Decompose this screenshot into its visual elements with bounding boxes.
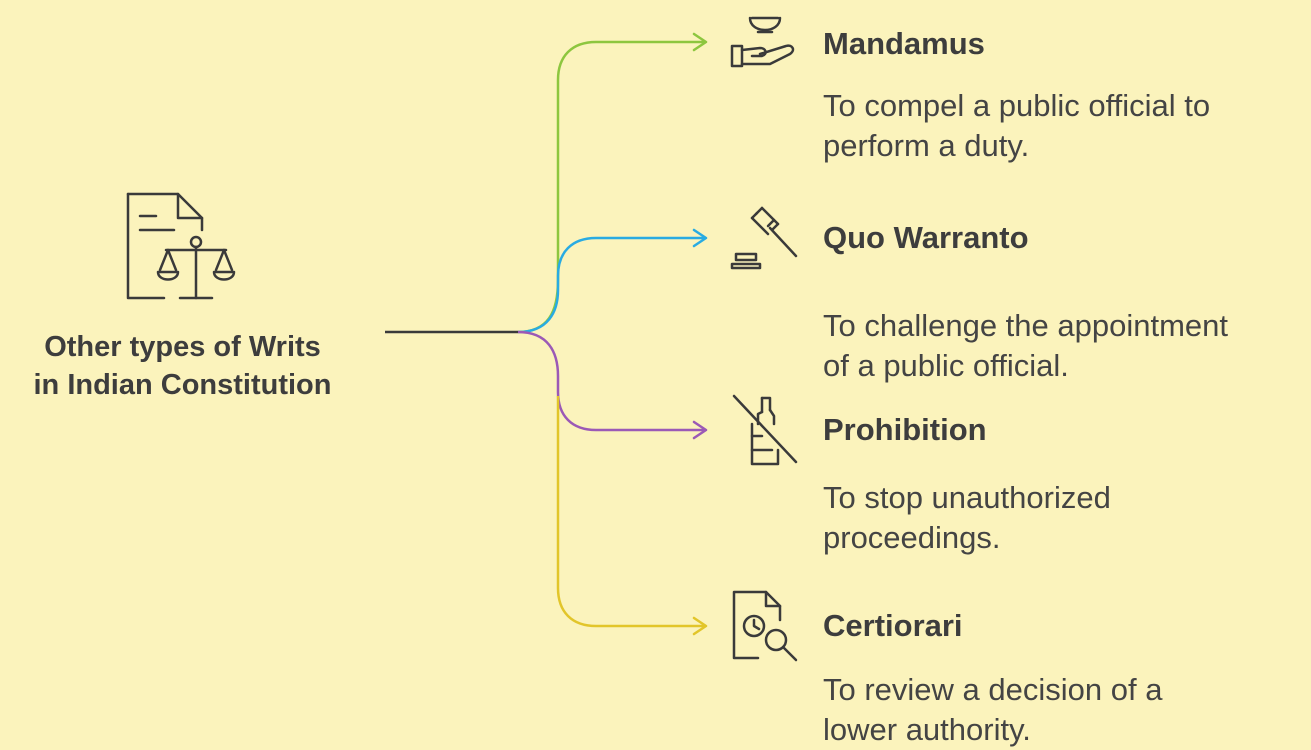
connector-prohibition — [517, 330, 706, 432]
quo-warranto-description: To challenge the appointment of a public… — [823, 306, 1303, 386]
certiorari-title: Certiorari — [823, 608, 963, 643]
root-title-line2: in Indian Constitution — [33, 369, 332, 401]
certiorari-description-line2: lower authority. — [823, 712, 1031, 747]
prohibition-description-line2: proceedings. — [823, 520, 1001, 555]
quo-warranto-description-line1: To challenge the appointment — [823, 308, 1229, 343]
arrowhead-quo-warranto — [692, 228, 708, 248]
legal-document-scales-icon — [124, 190, 240, 311]
arrowhead-mandamus — [692, 32, 708, 52]
connector-certiorari — [556, 396, 706, 628]
certiorari-description-line1: To review a decision of a — [823, 672, 1163, 707]
mandamus-description: To compel a public official to perform a… — [823, 86, 1303, 166]
certiorari-description: To review a decision of a lower authorit… — [823, 670, 1303, 750]
root-title: Other types of Writs in Indian Constitut… — [0, 328, 365, 404]
gavel-icon — [730, 202, 802, 277]
prohibition-title: Prohibition — [823, 412, 987, 447]
mandamus-description-line1: To compel a public official to — [823, 88, 1211, 123]
connector-quo-warranto — [517, 236, 706, 334]
arrowhead-prohibition — [692, 420, 708, 440]
no-bottle-icon — [732, 394, 800, 471]
document-search-clock-icon — [732, 590, 802, 667]
connector-mandamus — [517, 40, 706, 334]
prohibition-description: To stop unauthorized proceedings. — [823, 478, 1303, 558]
mandamus-description-line2: perform a duty. — [823, 128, 1030, 163]
hand-offering-bowl-icon — [730, 10, 802, 77]
arrowhead-certiorari — [692, 616, 708, 636]
quo-warranto-title: Quo Warranto — [823, 220, 1029, 255]
mandamus-title: Mandamus — [823, 26, 985, 61]
quo-warranto-description-line2: of a public official. — [823, 348, 1069, 383]
root-title-line1: Other types of Writs — [44, 331, 321, 363]
prohibition-description-line1: To stop unauthorized — [823, 480, 1111, 515]
